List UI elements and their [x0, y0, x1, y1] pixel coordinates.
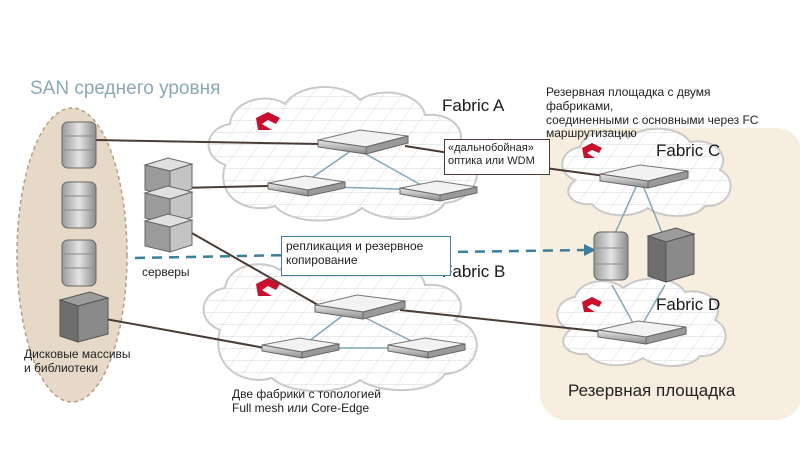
switch-d — [597, 320, 687, 345]
storage-tower-3 — [61, 239, 97, 287]
label-fabric-a: Fabric A — [442, 96, 505, 115]
label-storage: Дисковые массивы и библиотеки — [24, 347, 131, 375]
logo-icon-d — [582, 297, 602, 312]
label-servers: серверы — [142, 265, 190, 279]
logo-icon-c — [582, 143, 602, 158]
storage-tower-2 — [61, 181, 97, 229]
label-two-fabrics: Две фабрики с топологией Full mesh или C… — [232, 387, 382, 415]
storage-devices — [58, 121, 110, 343]
switch-b-right — [387, 337, 466, 359]
label-backup-description: Резервная площадка с двумя фабриками, со… — [546, 85, 759, 141]
storage-tower-1 — [61, 121, 97, 169]
diagram-title: SAN среднего уровня — [30, 78, 221, 99]
cloud-fabric-b — [202, 253, 478, 392]
switch-b-left — [261, 337, 340, 359]
backup-tape-library — [646, 227, 696, 283]
switch-b-core — [314, 294, 406, 320]
switch-a-right — [399, 180, 478, 202]
callout-long-distance: «дальнобойная» оптика или WDM — [444, 139, 550, 175]
label-fabric-c: Fabric C — [656, 141, 721, 160]
label-backup-site: Резервная площадка — [568, 381, 736, 400]
callout-replication: репликация и резервное копирование — [281, 236, 451, 276]
brocade-logo-icons — [256, 112, 602, 312]
switch-a-left — [267, 175, 346, 197]
label-fabric-d: Fabric D — [656, 295, 721, 314]
switch-c — [599, 164, 689, 189]
switch-a-core — [317, 129, 409, 155]
servers-stack — [143, 157, 194, 253]
label-fabric-b: Fabric B — [442, 262, 506, 281]
tape-library — [58, 291, 110, 343]
logo-icon-b — [256, 278, 280, 296]
replication-arrow-icon — [584, 244, 596, 256]
logo-icon-a — [256, 112, 280, 130]
switches — [261, 129, 689, 359]
backup-storage-tower — [593, 231, 629, 281]
